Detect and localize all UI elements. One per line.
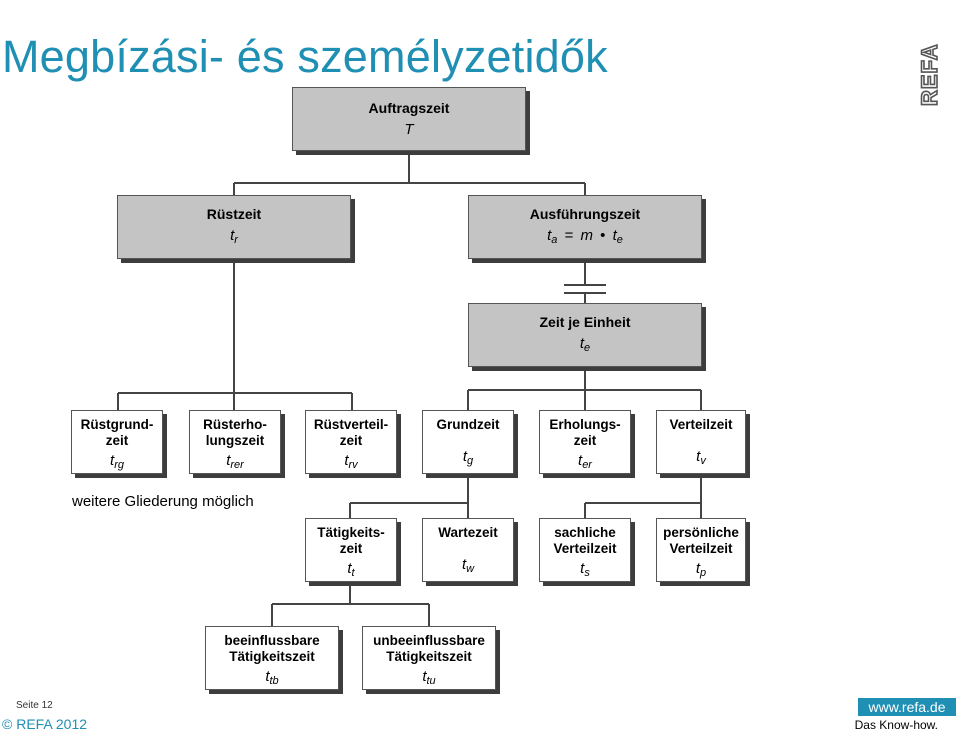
node-auftragszeit-label: Auftragszeit — [368, 100, 450, 116]
note-further-breakdown: weitere Gliederung möglich — [72, 493, 254, 510]
node-unbeeinflussbare-label-2: Tätigkeitszeit — [386, 649, 472, 664]
node-unbeeinflussbare-label-1: unbeeinflussbare — [373, 633, 485, 648]
node-sachliche-verteilzeit-label-1: sachliche — [554, 525, 616, 540]
website-link[interactable]: www.refa.de — [858, 698, 956, 716]
node-wartezeit-symbol: tw — [461, 556, 475, 576]
node-persoenliche-verteilzeit-label-1: persönliche — [663, 525, 739, 540]
node-ruesterholungszeit: Rüsterho- lungszeit trer — [189, 410, 281, 474]
node-persoenliche-verteilzeit-label-2: Verteilzeit — [669, 541, 733, 556]
node-ruestverteilzeit: Rüstverteil- zeit trv — [305, 410, 397, 474]
node-erholungszeit-label-1: Erholungs- — [549, 417, 621, 432]
refa-logo: REFA — [920, 43, 942, 107]
node-zeit-je-einheit: Zeit je Einheit te — [468, 303, 702, 367]
node-sachliche-verteilzeit: sachliche Verteilzeit ts — [539, 518, 631, 582]
node-verteilzeit: Verteilzeit tv — [656, 410, 746, 474]
node-ruestverteilzeit-label-2: zeit — [339, 433, 363, 448]
node-erholungszeit: Erholungs- zeit ter — [539, 410, 631, 474]
page-title: Megbízási- és személyzetidők — [2, 31, 608, 82]
node-ruesterholungszeit-label-1: Rüsterho- — [203, 417, 267, 432]
node-grundzeit: Grundzeit tg — [422, 410, 514, 474]
node-ruestgrundzeit: Rüstgrund- zeit trg — [71, 410, 163, 474]
refa-logo-text: REFA — [920, 43, 942, 106]
node-ruesterholungszeit-symbol: trer — [226, 452, 244, 472]
node-unbeeinflussbare-taetigkeitszeit: unbeeinflussbare Tätigkeitszeit ttu — [362, 626, 496, 690]
node-beeinflussbare-taetigkeitszeit: beeinflussbare Tätigkeitszeit ttb — [205, 626, 339, 690]
node-sachliche-verteilzeit-symbol: ts — [580, 560, 590, 580]
node-sachliche-verteilzeit-label-2: Verteilzeit — [553, 541, 617, 556]
node-ausfuehrungszeit: Ausführungszeit ta = m • te — [468, 195, 702, 259]
node-erholungszeit-symbol: ter — [578, 452, 592, 472]
node-ausfuehrungszeit-label: Ausführungszeit — [529, 205, 641, 222]
node-erholungszeit-label-2: zeit — [573, 433, 597, 448]
node-zeit-je-einheit-symbol: te — [579, 334, 591, 354]
node-ruestzeit-symbol: tr — [230, 226, 238, 246]
node-persoenliche-verteilzeit: persönliche Verteilzeit tp — [656, 518, 746, 582]
node-ruestzeit-label: Rüstzeit — [206, 205, 262, 222]
node-ruestgrundzeit-label-2: zeit — [105, 433, 129, 448]
page-number: Seite 12 — [16, 700, 53, 711]
node-wartezeit-label: Wartezeit — [438, 525, 498, 540]
node-taetigkeitszeit-symbol: tt — [347, 560, 355, 580]
node-unbeeinflussbare-symbol: ttu — [422, 668, 436, 688]
node-ruestgrundzeit-label-1: Rüstgrund- — [80, 417, 154, 432]
node-beeinflussbare-label-1: beeinflussbare — [224, 633, 320, 648]
node-beeinflussbare-label-2: Tätigkeitszeit — [229, 649, 315, 664]
node-ruestverteilzeit-symbol: trv — [344, 452, 358, 472]
node-grundzeit-symbol: tg — [462, 448, 474, 468]
node-beeinflussbare-symbol: ttb — [265, 668, 279, 688]
node-taetigkeitszeit-label-1: Tätigkeits- — [317, 525, 385, 540]
node-auftragszeit: Auftragszeit T — [292, 87, 526, 151]
node-ruestgrundzeit-symbol: trg — [110, 452, 124, 472]
node-grundzeit-label: Grundzeit — [436, 417, 500, 432]
copyright: © REFA 2012 — [2, 716, 88, 732]
node-ausfuehrungszeit-formula: ta = m • te — [547, 226, 623, 246]
node-ruestverteilzeit-label-1: Rüstverteil- — [313, 417, 389, 432]
node-taetigkeitszeit: Tätigkeits- zeit tt — [305, 518, 397, 582]
node-wartezeit: Wartezeit tw — [422, 518, 514, 582]
node-persoenliche-verteilzeit-symbol: tp — [695, 560, 707, 580]
node-ruestzeit: Rüstzeit tr — [117, 195, 351, 259]
node-auftragszeit-symbol: T — [404, 121, 414, 138]
slogan: Das Know-how. — [854, 718, 938, 732]
node-verteilzeit-label: Verteilzeit — [669, 417, 733, 432]
node-verteilzeit-symbol: tv — [696, 448, 706, 468]
node-taetigkeitszeit-label-2: zeit — [339, 541, 363, 556]
node-zeit-je-einheit-label: Zeit je Einheit — [539, 313, 631, 330]
node-ruesterholungszeit-label-2: lungszeit — [205, 433, 265, 448]
